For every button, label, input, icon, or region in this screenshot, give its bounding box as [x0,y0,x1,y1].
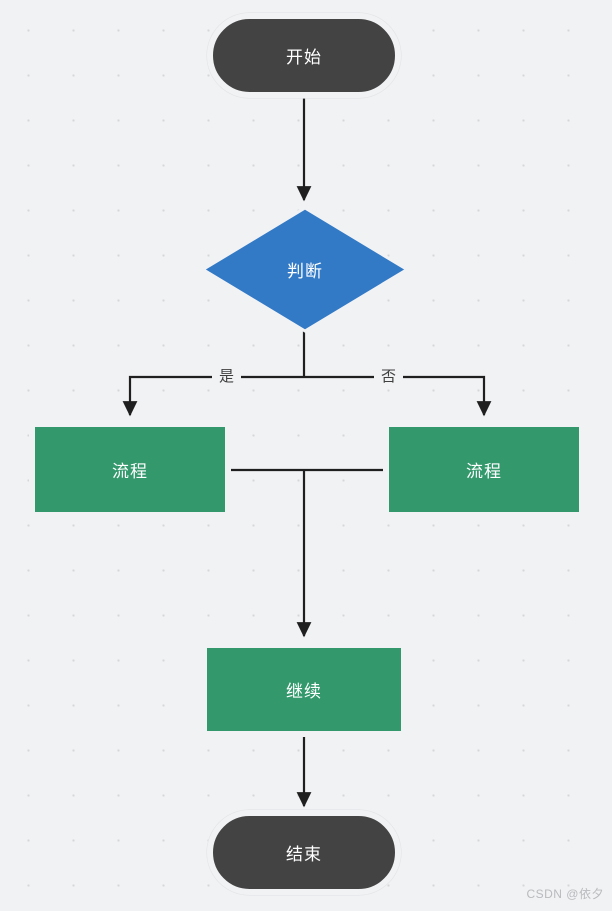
diamond-shape [200,206,410,333]
node-start-label: 开始 [286,48,322,67]
edge-decision-to-process-right [304,375,492,417]
node-process-left-label: 流程 [112,462,148,481]
edge-decision-to-process-left [122,375,304,417]
edge-label-no: 否 [374,368,404,385]
node-end[interactable]: 结束 [207,810,401,895]
node-continue-label: 继续 [286,682,322,701]
node-process-right-label: 流程 [466,462,502,481]
node-start[interactable]: 开始 [207,13,401,98]
edge-label-yes: 是 [212,368,242,385]
node-continue[interactable]: 继续 [201,642,407,737]
node-process-left[interactable]: 流程 [29,421,231,518]
node-end-label: 结束 [286,845,322,864]
node-process-right[interactable]: 流程 [383,421,585,518]
csdn-watermark: CSDN @依夕 [526,887,604,901]
node-decision[interactable]: 判断 [200,206,410,333]
